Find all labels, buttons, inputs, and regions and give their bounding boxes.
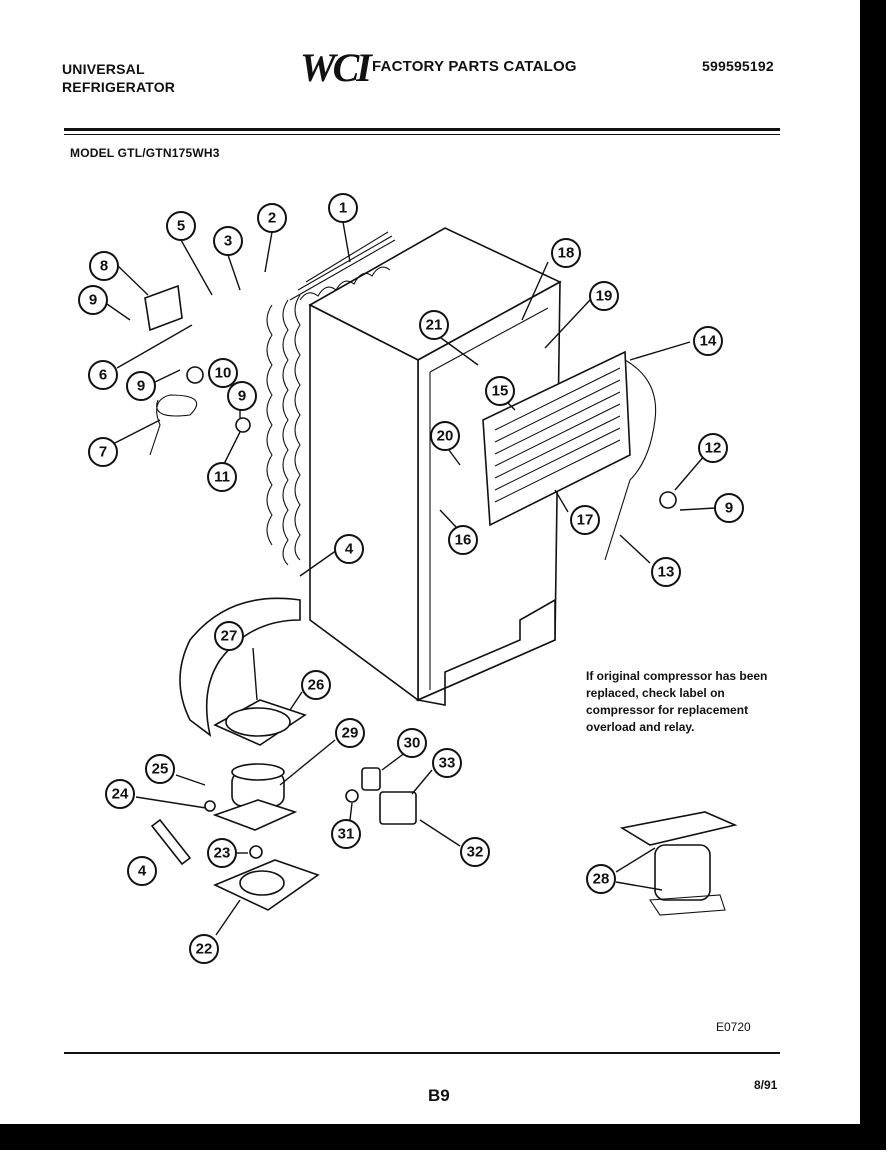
diagram-code: E0720 <box>716 1020 751 1034</box>
svg-text:15: 15 <box>492 383 509 400</box>
callout-33: 33 <box>432 748 462 778</box>
svg-text:9: 9 <box>238 388 246 405</box>
callout-28: 28 <box>586 864 616 894</box>
svg-text:29: 29 <box>342 725 359 742</box>
svg-text:3: 3 <box>224 233 232 250</box>
footer-rule <box>64 1052 780 1054</box>
brand-name: UNIVERSAL REFRIGERATOR <box>62 60 175 96</box>
callout-20: 20 <box>430 421 460 451</box>
svg-text:32: 32 <box>467 844 484 861</box>
svg-text:17: 17 <box>577 512 594 529</box>
callout-31: 31 <box>331 819 361 849</box>
callout-9-a: 9 <box>78 285 108 315</box>
callout-23: 23 <box>207 838 237 868</box>
callout-11: 11 <box>207 462 237 492</box>
callout-18: 18 <box>551 238 581 268</box>
svg-text:28: 28 <box>593 871 610 888</box>
callout-4-a: 4 <box>334 534 364 564</box>
svg-text:2: 2 <box>268 210 276 227</box>
svg-text:25: 25 <box>152 761 169 778</box>
svg-text:18: 18 <box>558 245 575 262</box>
callout-25: 25 <box>145 754 175 784</box>
callout-9-c: 9 <box>227 381 257 411</box>
cabinet-drawing <box>308 227 562 706</box>
svg-text:21: 21 <box>426 317 443 334</box>
header-rule <box>64 128 780 131</box>
condenser-coil-drawing <box>266 231 396 566</box>
svg-text:7: 7 <box>99 444 107 461</box>
callout-1: 1 <box>328 193 358 223</box>
callout-13: 13 <box>651 557 681 587</box>
callout-8: 8 <box>89 251 119 281</box>
brand-line-1: UNIVERSAL <box>62 61 145 77</box>
svg-text:26: 26 <box>308 677 325 694</box>
callout-17: 17 <box>570 505 600 535</box>
svg-text:5: 5 <box>177 218 185 235</box>
callout-21: 21 <box>419 310 449 340</box>
svg-text:19: 19 <box>596 288 613 305</box>
svg-text:4: 4 <box>345 541 354 558</box>
header-rule-thin <box>64 134 780 135</box>
compressor-note: If original compressor has been replaced… <box>586 669 768 734</box>
catalog-title: FACTORY PARTS CATALOG <box>372 58 577 75</box>
svg-text:8: 8 <box>100 258 108 275</box>
callout-14: 14 <box>693 326 723 356</box>
callout-32: 32 <box>460 837 490 867</box>
svg-text:23: 23 <box>214 845 231 862</box>
svg-text:22: 22 <box>196 941 213 958</box>
brand-line-2: REFRIGERATOR <box>62 79 176 95</box>
callout-15: 15 <box>485 376 515 406</box>
leader-lines <box>106 221 716 936</box>
callout-26: 26 <box>301 670 331 700</box>
svg-text:11: 11 <box>214 469 230 486</box>
small-parts-drawing <box>144 284 677 866</box>
svg-text:4: 4 <box>138 863 147 880</box>
svg-text:9: 9 <box>89 292 97 309</box>
callout-2: 2 <box>257 203 287 233</box>
callout-6: 6 <box>88 360 118 390</box>
evaporator-drawing <box>482 350 657 561</box>
callout-22: 22 <box>189 934 219 964</box>
svg-text:33: 33 <box>439 755 456 772</box>
callout-3: 3 <box>213 226 243 256</box>
svg-text:14: 14 <box>700 333 717 350</box>
callout-10: 10 <box>208 358 238 388</box>
callout-16: 16 <box>448 525 478 555</box>
callout-4-b: 4 <box>127 856 157 886</box>
svg-text:13: 13 <box>658 564 675 581</box>
svg-text:16: 16 <box>455 532 472 549</box>
svg-text:10: 10 <box>215 365 232 382</box>
svg-text:30: 30 <box>404 735 421 752</box>
svg-text:27: 27 <box>221 628 238 645</box>
callout-27: 27 <box>214 621 244 651</box>
callout-29: 29 <box>335 718 365 748</box>
svg-text:31: 31 <box>338 826 355 843</box>
page-number: B9 <box>428 1086 450 1105</box>
inset-compressor-drawing <box>619 811 738 916</box>
svg-text:9: 9 <box>725 500 733 517</box>
callout-12: 12 <box>698 433 728 463</box>
callout-7: 7 <box>88 437 118 467</box>
exploded-parts-diagram: 1 2 3 5 8 9 6 9 10 9 7 11 4 18 19 21 14 … <box>78 193 744 964</box>
svg-text:12: 12 <box>705 440 722 457</box>
model-number: MODEL GTL/GTN175WH3 <box>70 146 220 160</box>
compressor-drawing <box>179 597 417 911</box>
svg-text:24: 24 <box>112 786 129 803</box>
callout-24: 24 <box>105 779 135 809</box>
svg-text:1: 1 <box>339 200 347 217</box>
callout-9-b: 9 <box>126 371 156 401</box>
callout-19: 19 <box>589 281 619 311</box>
callout-9-d: 9 <box>714 493 744 523</box>
part-number: 599595192 <box>702 58 774 74</box>
svg-text:6: 6 <box>99 367 107 384</box>
wci-logo: WCI <box>300 45 372 90</box>
svg-text:20: 20 <box>437 428 454 445</box>
catalog-date: 8/91 <box>754 1078 778 1092</box>
svg-text:9: 9 <box>137 378 145 395</box>
callout-30: 30 <box>397 728 427 758</box>
callout-5: 5 <box>166 211 196 241</box>
